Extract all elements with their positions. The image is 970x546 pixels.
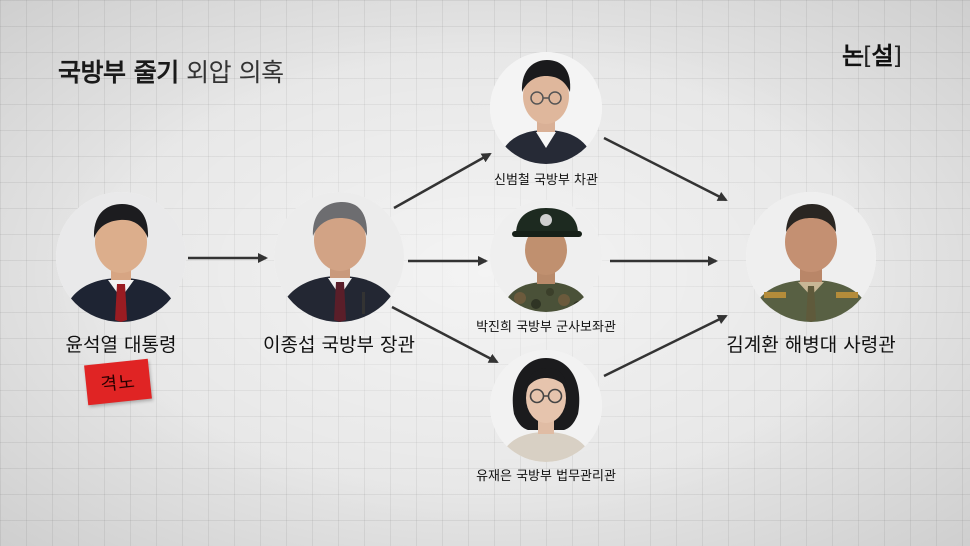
rage-stamp-text: 격노 [99,371,137,396]
military-aide-label: 박진희 국방부 군사보좌관 [476,320,616,335]
marine-commander-portrait [746,192,876,322]
arrow-vice-to-commander [603,136,728,202]
vice-minister-portrait [490,52,602,164]
vice-minister-label: 신범철 국방부 차관 [494,173,598,188]
diagram-title: 국방부 줄기 외압 의혹 [58,53,284,89]
rage-stamp: 격노 [84,358,152,406]
logo-bracket-close: ] [892,42,902,70]
minister-label: 이종섭 국방부 장관 [263,334,415,356]
president-label: 윤석열 대통령 [65,334,177,356]
military-aide-portrait [490,200,602,312]
minister-portrait [274,192,404,322]
title-light: 외압 의혹 [186,58,284,87]
logo-main: 논 [842,42,864,70]
legal-officer-label: 유재은 국방부 법무관리관 [476,469,616,484]
arrow-legal-to-commander [603,314,728,378]
arrow-minister-to-vice [393,152,492,210]
arrow-minister-to-legal [391,305,499,364]
title-bold: 국방부 줄기 [58,58,179,87]
logo-bracket-open: [ [863,42,872,70]
legal-officer-portrait [490,350,602,462]
channel-logo: 논[설] [842,34,914,70]
logo-sub: 설 [871,42,893,70]
marine-commander-label: 김계환 해병대 사령관 [726,334,896,356]
president-portrait [56,192,186,322]
